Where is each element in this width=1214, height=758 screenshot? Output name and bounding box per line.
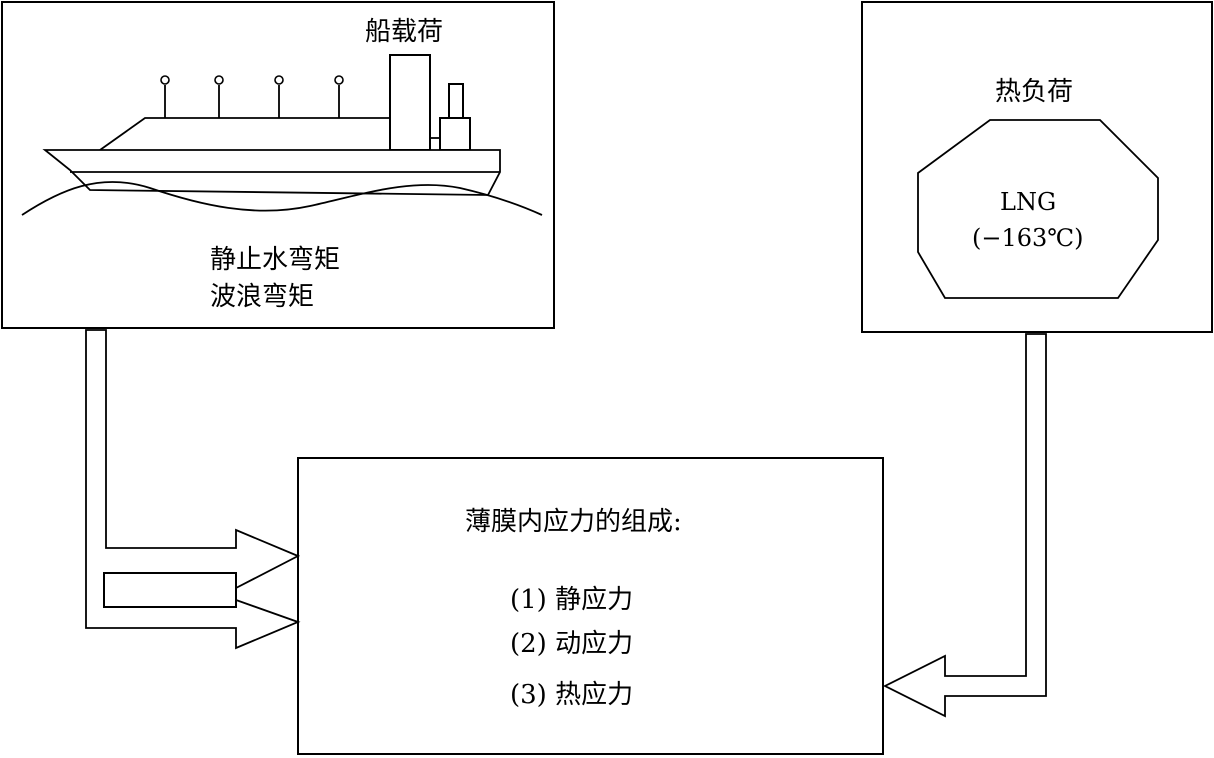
still-water-moment-label: 静止水弯矩 [210, 245, 340, 275]
ship-load-arrow [85, 329, 301, 650]
lng-label: LNG [1000, 188, 1056, 216]
thermal-stress-item: (3) 热应力 [510, 680, 633, 710]
stress-composition-box: 薄膜内应力的组成: (1) 静应力 (2) 动应力 (3) 热应力 [297, 457, 884, 755]
stress-composition-frame [297, 457, 884, 755]
wave-line [21, 181, 543, 216]
lng-temperature-label: (−163℃) [972, 224, 1084, 252]
thermal-load-box: 热负荷 LNG (−163℃) [861, 1, 1213, 333]
ship-load-box: 船载荷 静止水弯矩 波浪弯矩 [1, 1, 555, 329]
arrow-inner-bar [103, 572, 237, 608]
ship-icon [42, 54, 501, 196]
stress-composition-title: 薄膜内应力的组成: [465, 507, 682, 537]
thermal-load-title: 热负荷 [995, 77, 1073, 107]
dynamic-stress-item: (2) 动应力 [510, 629, 633, 659]
static-stress-item: (1) 静应力 [510, 585, 633, 615]
lng-tank-icon [917, 119, 1159, 299]
thermal-load-frame [861, 1, 1213, 333]
thermal-load-arrow [882, 333, 1047, 718]
ship-load-title: 船载荷 [365, 17, 443, 47]
wave-moment-label: 波浪弯矩 [210, 282, 314, 312]
